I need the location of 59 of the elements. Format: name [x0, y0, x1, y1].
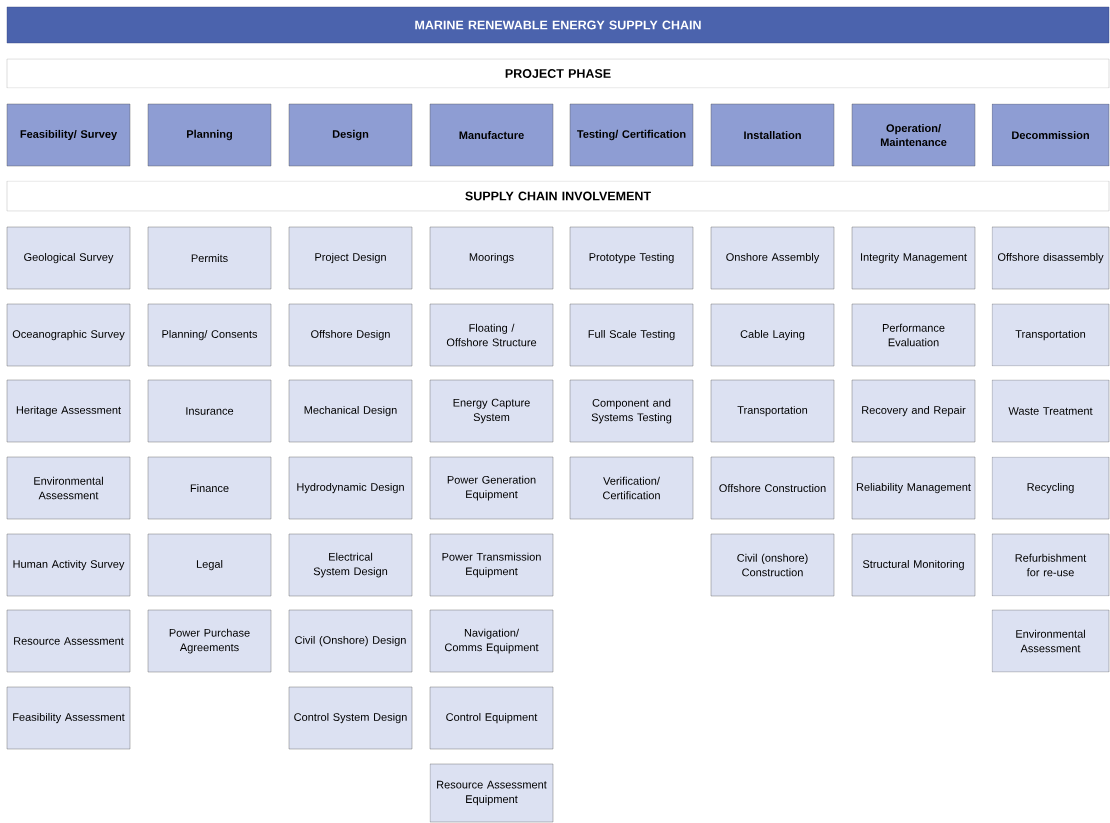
activity-box: Recovery and Repair — [851, 379, 976, 443]
activity-box: Cable Laying — [710, 303, 835, 367]
activity-box: Control Equipment — [429, 686, 554, 750]
activity-box: Offshore Construction — [710, 456, 835, 520]
activity-box: Environmental Assessment — [991, 609, 1110, 673]
activity-box: Waste Treatment — [991, 379, 1110, 443]
activity-box: Permits — [147, 226, 272, 290]
activity-box: Navigation/ Comms Equipment — [429, 609, 554, 673]
phase-box: Testing/ Certification — [569, 103, 694, 167]
activity-box: Refurbishment for re-use — [991, 533, 1110, 597]
activity-box: Prototype Testing — [569, 226, 694, 290]
activity-box: Control System Design — [288, 686, 413, 750]
activity-box: Civil (onshore) Construction — [710, 533, 835, 597]
activity-box: Human Activity Survey — [6, 533, 131, 597]
activity-box: Full Scale Testing — [569, 303, 694, 367]
activity-box: Recycling — [991, 456, 1110, 520]
section-band: SUPPLY CHAIN INVOLVEMENT — [6, 180, 1110, 212]
activity-box: Moorings — [429, 226, 554, 290]
phase-box: Manufacture — [429, 103, 554, 167]
phase-box: Design — [288, 103, 413, 167]
activity-box: Project Design — [288, 226, 413, 290]
activity-box: Legal — [147, 533, 272, 597]
activity-box: Hydrodynamic Design — [288, 456, 413, 520]
activity-box: Mechanical Design — [288, 379, 413, 443]
activity-box: Performance Evaluation — [851, 303, 976, 367]
activity-box: Offshore Design — [288, 303, 413, 367]
phase-box: Decommission — [991, 103, 1110, 167]
activity-box: Offshore disassembly — [991, 226, 1110, 290]
activity-box: Onshore Assembly — [710, 226, 835, 290]
activity-box: Civil (Onshore) Design — [288, 609, 413, 673]
activity-box: Reliability Management — [851, 456, 976, 520]
activity-box: Energy Capture System — [429, 379, 554, 443]
activity-box: Resource Assessment — [6, 609, 131, 673]
section-band: PROJECT PHASE — [6, 58, 1110, 89]
activity-box: Planning/ Consents — [147, 303, 272, 367]
activity-box: Environmental Assessment — [6, 456, 131, 520]
phase-box: Planning — [147, 103, 272, 167]
activity-box: Resource Assessment Equipment — [429, 763, 554, 823]
title-banner: MARINE RENEWABLE ENERGY SUPPLY CHAIN — [6, 6, 1110, 44]
activity-box: Insurance — [147, 379, 272, 443]
activity-box: Electrical System Design — [288, 533, 413, 597]
activity-box: Oceanographic Survey — [6, 303, 131, 367]
activity-box: Verification/ Certification — [569, 456, 694, 520]
phase-box: Operation/ Maintenance — [851, 103, 976, 167]
activity-box: Component and Systems Testing — [569, 379, 694, 443]
phase-box: Installation — [710, 103, 835, 167]
activity-box: Transportation — [710, 379, 835, 443]
activity-box: Floating / Offshore Structure — [429, 303, 554, 367]
activity-box: Heritage Assessment — [6, 379, 131, 443]
activity-box: Structural Monitoring — [851, 533, 976, 597]
activity-box: Finance — [147, 456, 272, 520]
activity-box: Transportation — [991, 303, 1110, 367]
activity-box: Power Transmission Equipment — [429, 533, 554, 597]
activity-box: Geological Survey — [6, 226, 131, 290]
activity-box: Power Purchase Agreements — [147, 609, 272, 673]
phase-box: Feasibility/ Survey — [6, 103, 131, 167]
activity-box: Feasibility Assessment — [6, 686, 131, 750]
activity-box: Integrity Management — [851, 226, 976, 290]
activity-box: Power Generation Equipment — [429, 456, 554, 520]
